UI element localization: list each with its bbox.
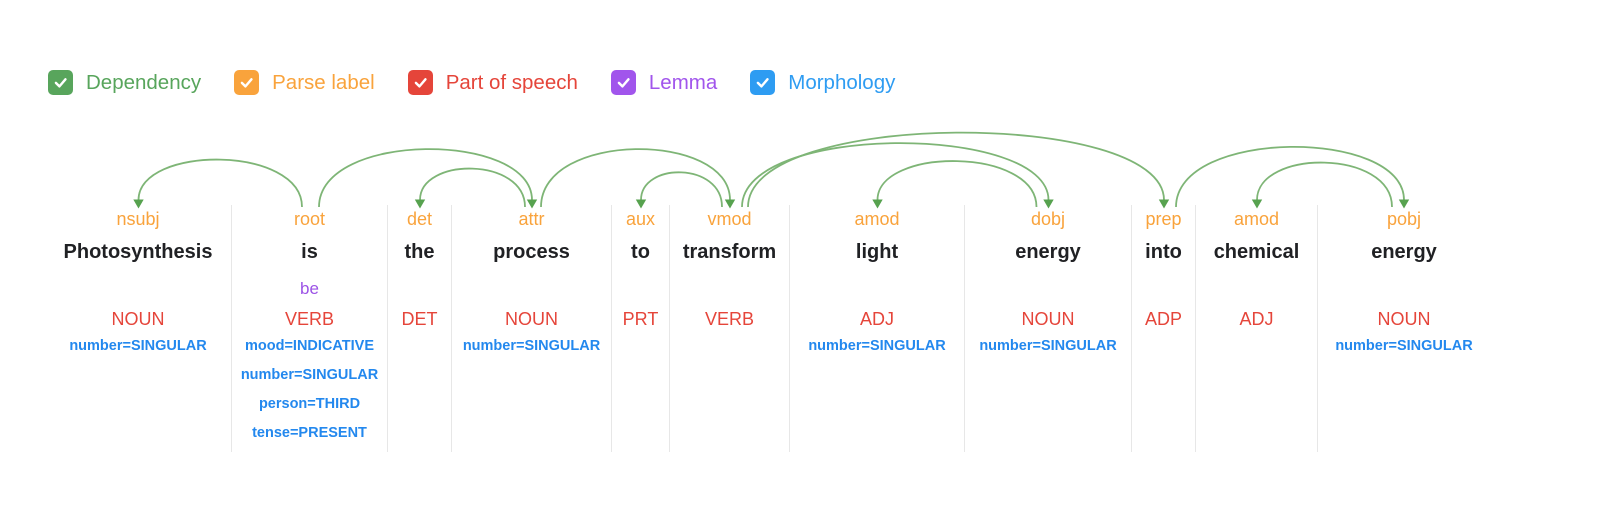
token-column: nsubj Photosynthesis NOUN number=SINGULA… <box>45 205 232 452</box>
token-morph-feature: number=SINGULAR <box>462 338 601 354</box>
token-morphology: number=SINGULAR <box>965 332 1131 361</box>
token-word: is <box>301 241 318 263</box>
token-lemma: be <box>300 279 319 298</box>
token-column: attr process NOUN number=SINGULAR <box>452 205 612 452</box>
legend-item-label: Parse label <box>272 71 375 94</box>
legend-item-dependency[interactable]: Dependency <box>48 70 201 95</box>
token-parse-label: attr <box>518 209 545 229</box>
token-word: Photosynthesis <box>63 241 213 263</box>
token-morphology: number=SINGULAR <box>790 332 964 361</box>
token-column: det the DET <box>388 205 452 452</box>
token-parse-label: root <box>293 209 326 229</box>
legend-item-parse-label[interactable]: Parse label <box>234 70 375 95</box>
token-morph-feature: person=THIRD <box>258 396 361 412</box>
token-parse-label: dobj <box>1030 209 1066 229</box>
dependency-arc-dobj <box>741 142 1050 208</box>
token-pos: NOUN <box>111 309 165 329</box>
token-parse-label: nsubj <box>116 209 160 229</box>
token-column: root is be VERB mood=INDICATIVE number=SI… <box>232 205 388 452</box>
token-pos: ADJ <box>859 309 894 329</box>
token-morphology: number=SINGULAR <box>452 332 611 361</box>
token-pos: VERB <box>284 309 335 329</box>
token-pos: NOUN <box>1021 309 1075 329</box>
token-parse-label: aux <box>625 209 656 229</box>
token-morph-feature: mood=INDICATIVE <box>244 338 375 354</box>
token-word: process <box>493 241 570 263</box>
dependency-arc-aux <box>640 171 723 208</box>
token-word: to <box>631 241 650 263</box>
token-parse-label: amod <box>1233 209 1280 229</box>
token-pos: NOUN <box>1377 309 1431 329</box>
token-column: prep into ADP <box>1132 205 1196 452</box>
token-morph-feature: number=SINGULAR <box>240 367 379 383</box>
token-morphology: number=SINGULAR <box>1318 332 1490 361</box>
token-lemma <box>1132 274 1195 306</box>
dependency-arc-det <box>419 167 526 208</box>
token-lemma <box>670 274 789 306</box>
legend-item-label: Morphology <box>788 71 896 94</box>
token-morph-feature: number=SINGULAR <box>808 338 946 354</box>
token-word: energy <box>1371 241 1437 263</box>
token-morph-feature: number=SINGULAR <box>1335 338 1473 354</box>
token-lemma <box>612 274 669 306</box>
token-column: amod chemical ADJ <box>1196 205 1318 452</box>
token-lemma <box>388 274 451 306</box>
token-parse-label: prep <box>1145 209 1182 229</box>
dependency-arc-amod <box>1256 161 1393 208</box>
token-word: light <box>855 241 899 263</box>
legend-item-morphology[interactable]: Morphology <box>750 70 895 95</box>
token-morph-feature: tense=PRESENT <box>252 425 367 441</box>
token-pos: VERB <box>704 309 755 329</box>
token-word: the <box>404 241 435 263</box>
token-row: nsubj Photosynthesis NOUN number=SINGULA… <box>45 205 1490 452</box>
checkbox-checked-icon[interactable] <box>48 70 73 95</box>
dependency-arc-prep <box>747 131 1165 208</box>
legend-item-label: Dependency <box>86 71 202 94</box>
token-parse-label: det <box>406 209 433 229</box>
legend-item-label: Part of speech <box>445 71 578 94</box>
token-lemma <box>452 274 611 306</box>
token-word: chemical <box>1213 241 1300 263</box>
token-column: amod light ADJ number=SINGULAR <box>790 205 965 452</box>
dependency-arc-attr <box>318 148 533 208</box>
token-morph-feature: number=SINGULAR <box>979 338 1117 354</box>
token-morphology: number=SINGULAR <box>45 332 231 361</box>
token-lemma <box>45 274 231 306</box>
token-column: pobj energy NOUN number=SINGULAR <box>1318 205 1490 452</box>
token-column: vmod transform VERB <box>670 205 790 452</box>
checkbox-checked-icon[interactable] <box>750 70 776 95</box>
token-parse-label: vmod <box>707 209 752 229</box>
legend-item-lemma[interactable]: Lemma <box>610 70 718 95</box>
checkbox-checked-icon[interactable] <box>610 70 636 95</box>
token-pos: ADP <box>1144 309 1182 329</box>
token-lemma <box>965 274 1131 306</box>
token-pos: DET <box>401 309 438 329</box>
token-word: energy <box>1015 241 1081 263</box>
checkbox-checked-icon[interactable] <box>407 70 433 95</box>
token-word: into <box>1145 241 1182 263</box>
token-pos: NOUN <box>505 309 558 329</box>
token-parse-label: pobj <box>1386 209 1422 229</box>
dependency-arc-vmod <box>540 148 731 208</box>
token-word: transform <box>682 241 777 263</box>
legend-item-part-of-speech[interactable]: Part of speech <box>407 70 578 95</box>
token-morphology: mood=INDICATIVE number=SINGULAR person=THI… <box>232 332 387 448</box>
token-lemma <box>1196 274 1317 306</box>
checkbox-checked-icon[interactable] <box>234 70 260 95</box>
token-column: dobj energy NOUN number=SINGULAR <box>965 205 1132 452</box>
dependency-arc-pobj <box>1175 145 1405 208</box>
legend-item-label: Lemma <box>648 71 718 94</box>
token-pos: PRT <box>622 309 659 329</box>
dependency-arc-nsubj <box>137 158 303 208</box>
token-parse-label: amod <box>854 209 900 229</box>
token-morph-feature: number=SINGULAR <box>69 338 207 354</box>
dependency-arc-amod <box>876 160 1038 208</box>
token-lemma <box>790 274 964 306</box>
token-lemma <box>1318 274 1490 306</box>
token-pos: ADJ <box>1239 309 1274 329</box>
token-column: aux to PRT <box>612 205 670 452</box>
legend: Dependency Parse label Part of speech Le… <box>48 70 895 95</box>
